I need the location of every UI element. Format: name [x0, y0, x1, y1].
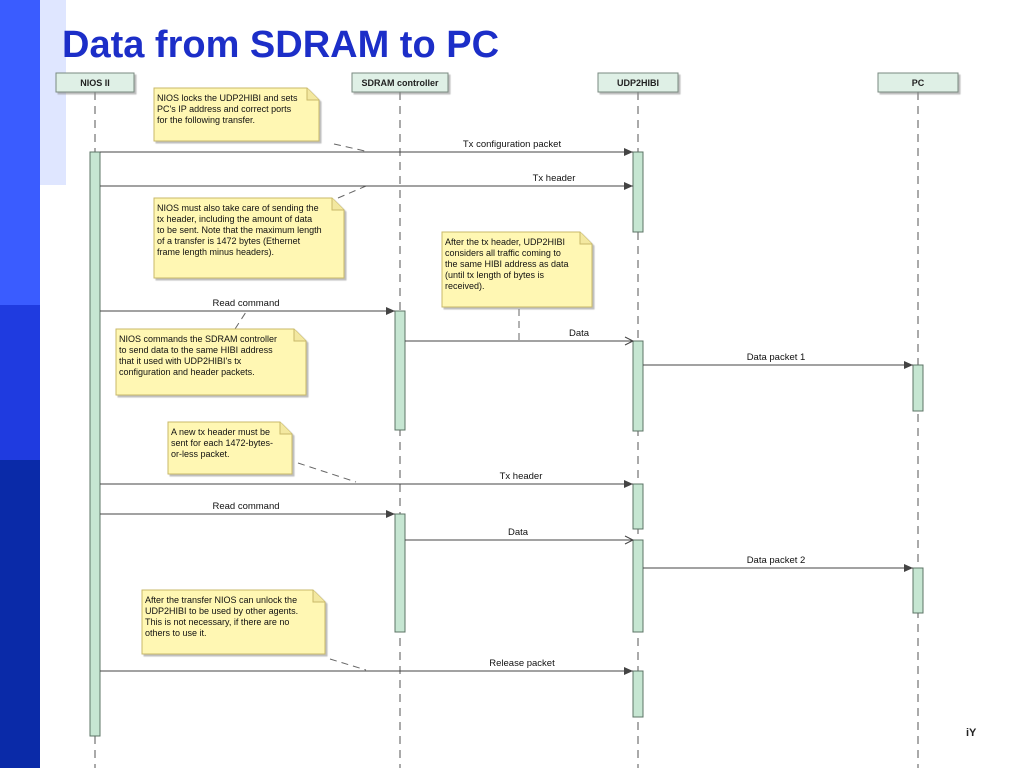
message-label: Tx header	[533, 173, 576, 184]
side-band-middle	[0, 305, 40, 460]
note-box: After the transfer NIOS can unlock theUD…	[141, 589, 326, 655]
activation-bar-udp	[632, 151, 644, 233]
note-text-line: to be sent. Note that the maximum length	[157, 225, 322, 235]
note-text-line: After the tx header, UDP2HIBI	[445, 237, 565, 247]
activation-bar-pc	[912, 567, 924, 614]
note-connector	[333, 143, 366, 152]
message-arrow: Data packet 2	[643, 555, 913, 572]
note-connector	[297, 462, 357, 483]
participant-label: NIOS II	[80, 78, 110, 88]
note-text-line: to send data to the same HIBI address	[119, 345, 273, 355]
message-label: Tx configuration packet	[463, 139, 562, 150]
lifeline-header-udp: UDP2HIBI	[597, 72, 679, 93]
message-arrow: Data	[405, 328, 635, 346]
activation-bar-pc	[912, 364, 924, 412]
note-text-line: received).	[445, 281, 485, 291]
note-text-line: UDP2HIBI to be used by other agents.	[145, 606, 298, 616]
message-label: Release packet	[489, 658, 555, 669]
participant-label: PC	[912, 78, 925, 88]
activation-bar-udp	[632, 483, 644, 530]
activation-bar-sdram	[394, 513, 406, 633]
side-strip-gap	[40, 185, 66, 768]
footer-text: iY	[966, 727, 977, 739]
activation-bar-udp	[632, 340, 644, 432]
note-text-line: NIOS commands the SDRAM controller	[119, 334, 277, 344]
message-label: Data packet 2	[747, 555, 806, 566]
note-text-line: sent for each 1472-bytes-	[171, 438, 273, 448]
message-arrow: Read command	[100, 501, 395, 518]
message-arrow: Data packet 1	[643, 352, 913, 369]
message-arrow: Tx configuration packet	[100, 139, 633, 156]
note-text-line: NIOS must also take care of sending the	[157, 203, 319, 213]
message-label: Data	[569, 328, 590, 339]
message-label: Tx header	[500, 471, 543, 482]
note-text-line: A new tx header must be	[171, 427, 270, 437]
note-text-line: tx header, including the amount of data	[157, 214, 312, 224]
note-text-line: or-less packet.	[171, 449, 230, 459]
message-arrow: Tx header	[100, 471, 633, 488]
lifeline-header-pc: PC	[877, 72, 959, 93]
message-arrow: Data	[405, 527, 635, 545]
lifeline-header-nios: NIOS II	[55, 72, 135, 93]
note-text-line: frame length minus headers).	[157, 247, 274, 257]
note-text-line: others to use it.	[145, 628, 207, 638]
message-label: Read command	[212, 298, 279, 309]
note-text-line: NIOS locks the UDP2HIBI and sets	[157, 93, 298, 103]
note-text-line: (until tx length of bytes is	[445, 270, 545, 280]
note-connector	[337, 185, 367, 199]
message-label: Data	[508, 527, 529, 538]
note-text-line: This is not necessary, if there are no	[145, 617, 289, 627]
note-connector	[234, 311, 247, 330]
lifeline-header-sdram: SDRAM controller	[351, 72, 449, 93]
side-band-top	[0, 0, 40, 305]
note-text-line: the same HIBI address as data	[445, 259, 569, 269]
participant-label: SDRAM controller	[361, 78, 439, 88]
note-text-line: of a transfer is 1472 bytes (Ethernet	[157, 236, 301, 246]
activation-bar-sdram	[394, 310, 406, 431]
message-label: Read command	[212, 501, 279, 512]
note-text-line: PC's IP address and correct ports	[157, 104, 292, 114]
message-arrow: Read command	[100, 298, 395, 315]
note-box: NIOS must also take care of sending thet…	[153, 197, 345, 279]
note-text-line: configuration and header packets.	[119, 367, 255, 377]
activation-bar-udp	[632, 539, 644, 633]
note-connector	[329, 658, 367, 671]
note-text-line: considers all traffic coming to	[445, 248, 561, 258]
activation-bar-udp	[632, 670, 644, 718]
side-band-bottom	[0, 460, 40, 768]
participant-label: UDP2HIBI	[617, 78, 659, 88]
message-label: Data packet 1	[747, 352, 806, 363]
note-text-line: for the following transfer.	[157, 115, 255, 125]
message-arrow: Tx header	[100, 173, 633, 190]
note-text-line: After the transfer NIOS can unlock the	[145, 595, 297, 605]
page-title: Data from SDRAM to PC	[62, 24, 500, 66]
note-text-line: that it used with UDP2HIBI's tx	[119, 356, 242, 366]
activation-bar-nios	[89, 151, 101, 737]
message-arrow: Release packet	[100, 658, 633, 675]
